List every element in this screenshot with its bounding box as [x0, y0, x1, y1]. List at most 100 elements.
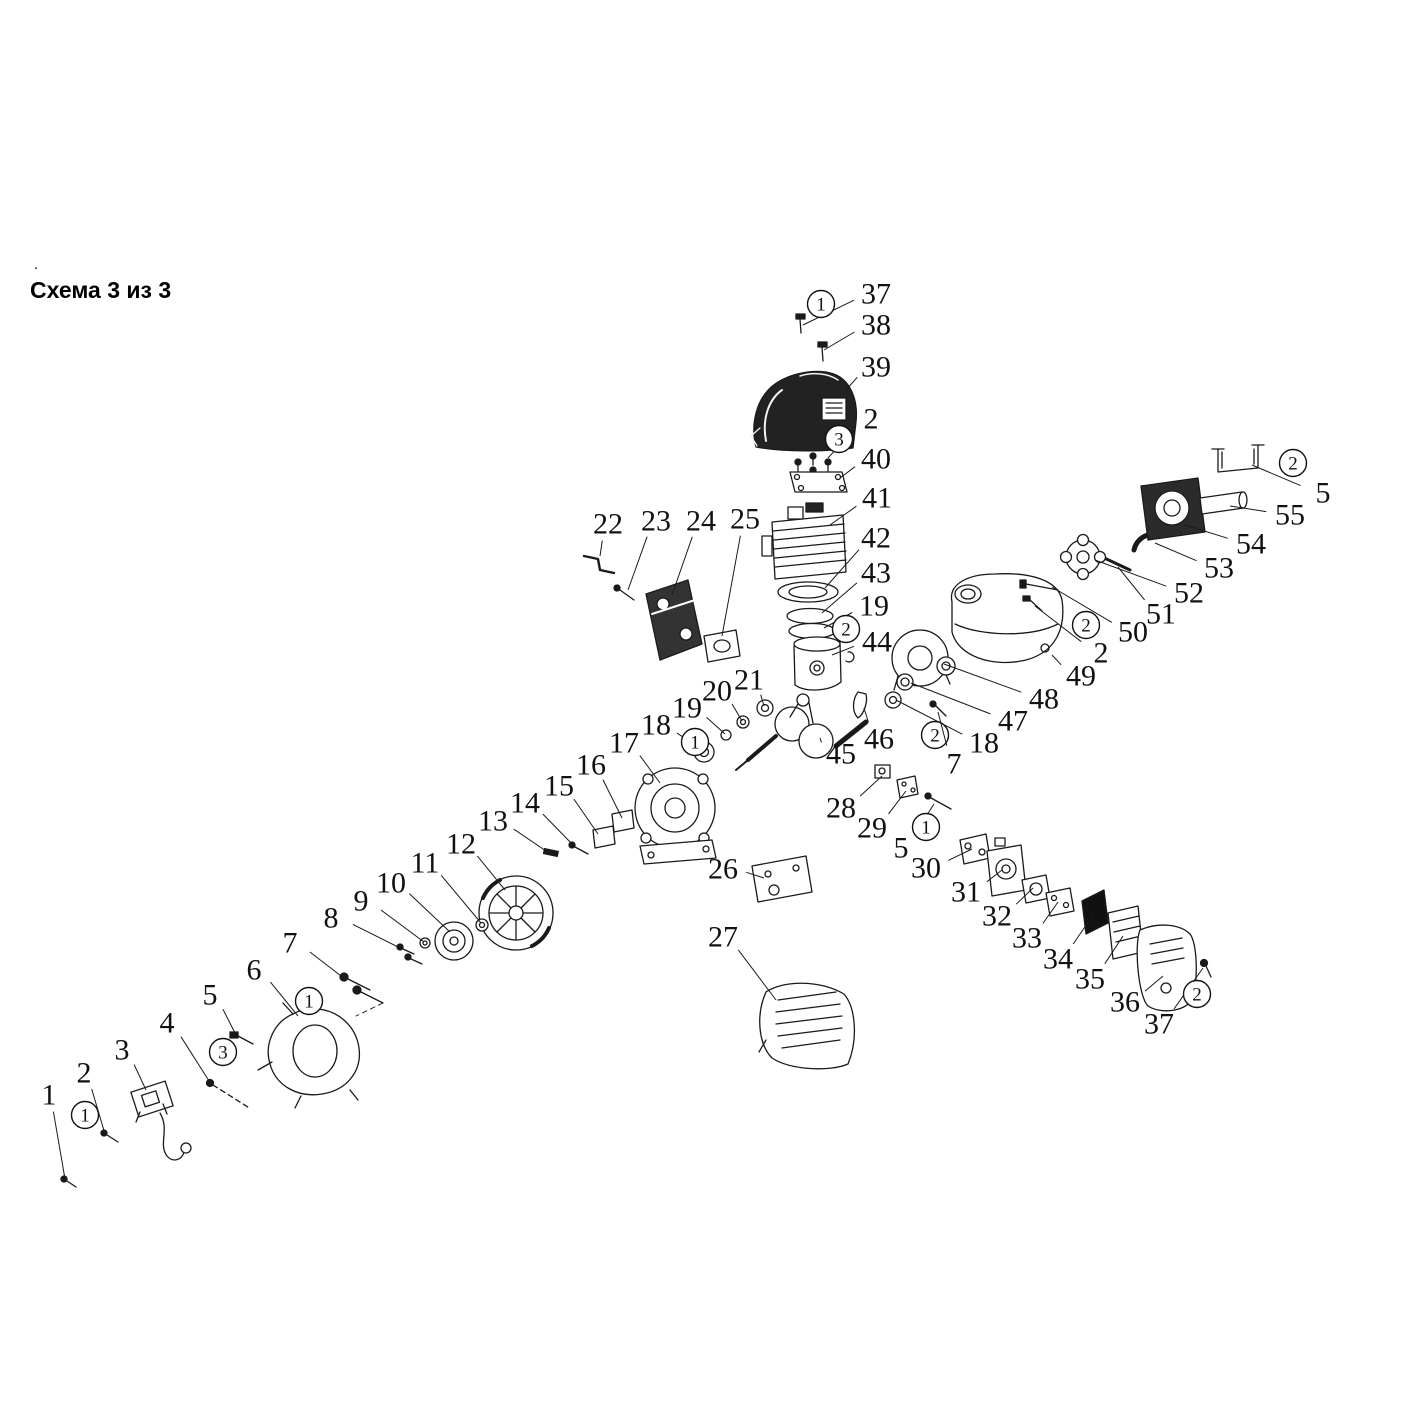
callout-42: 42: [824, 522, 891, 589]
circled-callout-1: 1: [70, 1100, 100, 1130]
part-fan-housing: [257, 1002, 361, 1109]
part-cover-screws: [794, 452, 832, 474]
svg-text:7: 7: [283, 927, 298, 960]
part-clutch-plate: [1059, 533, 1107, 581]
svg-text:19: 19: [672, 692, 702, 725]
circled-callout-2: 2: [1182, 979, 1212, 1009]
part-screw-top-b: [817, 341, 828, 362]
part-woodruff-key: [542, 847, 559, 858]
svg-text:3: 3: [115, 1034, 130, 1067]
svg-text:8: 8: [324, 902, 339, 935]
callout-5: 5: [203, 979, 237, 1036]
svg-text:40: 40: [861, 443, 891, 476]
callout-54: 54: [1184, 524, 1266, 561]
part-starter-pulley: [396, 918, 489, 965]
callout-16: 16: [576, 749, 623, 819]
callout-8: 8: [324, 902, 403, 950]
part-screw-14: [568, 841, 589, 855]
part-oil-seal: [896, 673, 914, 691]
svg-text:1: 1: [690, 733, 700, 754]
svg-text:30: 30: [911, 852, 941, 885]
svg-text:12: 12: [446, 828, 476, 861]
svg-text:1: 1: [921, 818, 931, 839]
svg-text:42: 42: [861, 522, 891, 555]
circled-callout-1: 1: [294, 986, 324, 1016]
svg-text:20: 20: [702, 675, 732, 708]
svg-text:55: 55: [1275, 499, 1305, 532]
callout-1: 1: [42, 1079, 66, 1180]
callout-33: 33: [1012, 901, 1059, 955]
svg-text:2: 2: [1288, 454, 1298, 475]
svg-text:5: 5: [203, 979, 218, 1012]
callout-18: 18: [641, 709, 703, 751]
part-screw-23: [613, 584, 635, 601]
title-dot: .: [34, 256, 39, 273]
svg-text:13: 13: [478, 805, 508, 838]
callout-53: 53: [1154, 542, 1234, 585]
part-handle-bracket: [1211, 444, 1265, 473]
svg-text:21: 21: [734, 664, 764, 697]
circled-callout-2: 2: [831, 614, 861, 644]
svg-text:49: 49: [1066, 660, 1096, 693]
svg-text:48: 48: [1029, 683, 1059, 716]
svg-text:10: 10: [376, 867, 406, 900]
callout-26: 26: [708, 853, 765, 886]
callout-36: 36: [1110, 975, 1164, 1019]
svg-text:23: 23: [641, 505, 671, 538]
callout-4: 4: [160, 1007, 212, 1085]
svg-text:17: 17: [609, 727, 639, 760]
callout-19: 19: [823, 590, 889, 629]
svg-text:54: 54: [1236, 528, 1266, 561]
callout-43: 43: [821, 557, 891, 614]
svg-text:24: 24: [686, 505, 716, 538]
svg-text:22: 22: [593, 508, 623, 541]
callout-13: 13: [478, 805, 550, 854]
part-gasket-32: [1021, 874, 1051, 904]
part-screws-7: [339, 972, 384, 1017]
callout-18: 18: [895, 699, 999, 760]
callout-37: 37: [802, 278, 891, 326]
part-flywheel: [478, 875, 554, 951]
callout-51: 51: [1117, 566, 1176, 631]
callout-7: 7: [283, 927, 346, 980]
callout-6: 6: [247, 954, 299, 1017]
part-screw-2: [100, 1129, 119, 1143]
svg-text:43: 43: [861, 557, 891, 590]
callout-20: 20: [702, 675, 743, 722]
circled-callout-1: 1: [680, 727, 710, 757]
svg-text:45: 45: [826, 738, 856, 771]
svg-text:1: 1: [816, 295, 826, 316]
svg-text:25: 25: [730, 503, 760, 536]
callout-19: 19: [672, 692, 726, 735]
part-screw-top-a: [795, 313, 806, 334]
part-piston-rings: [786, 607, 836, 640]
callout-32: 32: [982, 887, 1034, 933]
part-muffler: [645, 579, 703, 661]
callout-27: 27: [708, 921, 777, 1001]
part-ignition-coil: [130, 1080, 192, 1161]
callout-17: 17: [609, 727, 661, 784]
svg-text:2: 2: [1081, 616, 1091, 637]
callout-7: 7: [937, 711, 962, 781]
callout-12: 12: [446, 828, 506, 891]
part-tank-screw: [1022, 595, 1043, 612]
svg-text:39: 39: [861, 351, 891, 384]
svg-text:37: 37: [1144, 1008, 1174, 1041]
callout-9: 9: [354, 885, 425, 943]
part-brackets: [592, 809, 635, 849]
svg-text:6: 6: [247, 954, 262, 987]
svg-text:1: 1: [80, 1106, 90, 1127]
svg-text:28: 28: [826, 792, 856, 825]
svg-text:33: 33: [1012, 922, 1042, 955]
svg-text:2: 2: [930, 726, 940, 747]
circled-callout-2: 2: [1278, 448, 1308, 478]
part-spacer-34: [1081, 889, 1109, 935]
page-title: Схема 3 из 3: [30, 277, 172, 303]
svg-text:2: 2: [1192, 985, 1202, 1006]
part-piston: [793, 636, 855, 691]
callout-44: 44: [831, 626, 892, 659]
callout-34: 34: [1043, 914, 1094, 976]
callout-40: 40: [839, 443, 891, 479]
callout-38: 38: [823, 309, 891, 351]
svg-text:3: 3: [834, 430, 844, 451]
